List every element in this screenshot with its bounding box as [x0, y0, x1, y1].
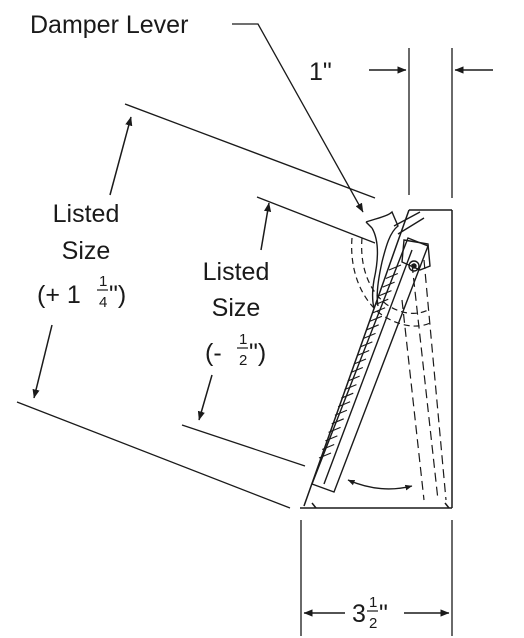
svg-text:1: 1 [369, 594, 377, 611]
hatch-tick [379, 290, 392, 297]
svg-text:"): ") [249, 339, 266, 367]
hatch-tick [363, 332, 376, 339]
bottom-extension-lines [300, 520, 453, 636]
hatch-tick [366, 324, 379, 331]
hatch-tick [376, 298, 389, 305]
hatch-tick [353, 358, 367, 365]
svg-text:Size: Size [62, 237, 111, 265]
listed-size-plus-arrows [32, 116, 133, 399]
bottom-dimension-label: 3 1 2 " [352, 594, 388, 632]
hatch-tick [350, 367, 364, 374]
top-dimension-label: 1" [309, 58, 332, 86]
damper-lever-leader [232, 23, 364, 213]
svg-text:Listed: Listed [203, 258, 270, 286]
svg-text:2: 2 [369, 615, 377, 632]
svg-text:1: 1 [239, 331, 247, 348]
svg-text:": " [379, 600, 388, 628]
hatch-tick [325, 435, 338, 442]
listed-size-plus-label: Listed Size (+ 1 1 4 ") [37, 200, 126, 311]
hatch-tick [321, 443, 335, 450]
hatch-tick [369, 315, 383, 322]
svg-text:4: 4 [99, 294, 107, 311]
svg-text:3: 3 [352, 600, 366, 628]
svg-text:(+ 1: (+ 1 [37, 281, 81, 309]
damper-blade-dashed [401, 259, 447, 501]
svg-text:Listed: Listed [53, 200, 120, 228]
hatch-tick [318, 452, 332, 459]
rotation-arrow [347, 479, 413, 491]
top-extension-lines [408, 48, 453, 198]
svg-text:1: 1 [99, 273, 107, 290]
lever-dashed-position [351, 237, 433, 327]
hatch-tick [385, 273, 399, 280]
listed-size-minus-arrows [197, 202, 272, 421]
hatch-tick [337, 401, 351, 408]
hatch-tick [341, 392, 354, 399]
hatch-tick [347, 375, 360, 382]
svg-text:(-: (- [205, 339, 222, 367]
svg-text:"): ") [109, 281, 126, 309]
hatch-tick [344, 384, 357, 391]
pivot-bracket [393, 211, 431, 272]
listed-size-plus-extensions [16, 103, 376, 509]
hatch-tick [382, 281, 395, 288]
hatch-tick [328, 426, 341, 433]
svg-text:Size: Size [212, 294, 261, 322]
blade-hatching [318, 264, 402, 459]
damper-lever-callout: Damper Lever [30, 11, 188, 39]
listed-size-minus-label: Listed Size (- 1 2 ") [203, 258, 270, 369]
hatch-tick [388, 264, 402, 271]
hatch-tick [356, 349, 370, 356]
hatch-tick [372, 307, 386, 314]
listed-size-minus-extensions [181, 196, 376, 467]
hatch-tick [331, 418, 344, 425]
hatch-tick [360, 341, 373, 348]
svg-text:2: 2 [239, 352, 247, 369]
damper-lever [365, 210, 399, 309]
hatch-tick [334, 409, 348, 416]
